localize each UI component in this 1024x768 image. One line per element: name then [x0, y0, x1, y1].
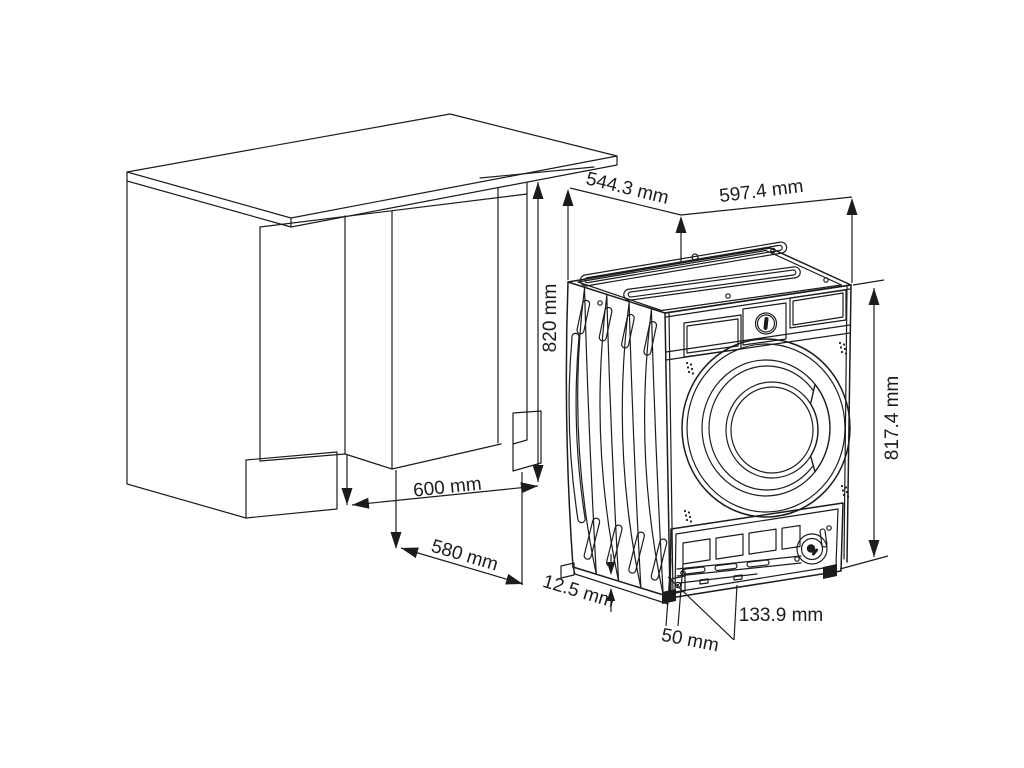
dim-base-plate: 12.5 mm — [540, 554, 617, 612]
dim-machine-height: 817.4 mm — [839, 279, 903, 570]
dim-label-544: 544.3 mm — [584, 168, 671, 208]
machine-door — [681, 338, 851, 518]
dim-label-817: 817.4 mm — [882, 376, 903, 460]
screw-marks — [683, 341, 850, 523]
dim-label-50: 50 mm — [660, 625, 721, 657]
front-left-foot — [662, 589, 676, 604]
door-handle-recess — [809, 383, 831, 473]
dim-label-597: 597.4 mm — [718, 176, 804, 207]
washing-machine — [560, 241, 852, 605]
dim-label-580: 580 mm — [429, 536, 501, 576]
dim-niche-depth-top: 544.3 mm — [562, 168, 682, 280]
kitchen-cabinet — [126, 113, 618, 519]
machine-top-panel — [567, 241, 852, 314]
dim-niche-height: 820 mm — [532, 182, 561, 482]
front-right-foot — [823, 564, 837, 579]
dim-label-600: 600 mm — [412, 474, 482, 502]
dim-label-1339: 133.9 mm — [739, 605, 823, 626]
dim-worktop-depth: 600 mm — [341, 455, 539, 509]
corner-bracket — [670, 575, 686, 595]
control-panel — [683, 289, 847, 358]
dim-machine-width: 597.4 mm — [675, 176, 858, 283]
rear-foot — [560, 562, 575, 579]
dim-plinth-height: 133.9 mm — [667, 576, 823, 641]
machine-side-panel — [560, 281, 674, 605]
program-knob — [754, 312, 778, 335]
kick-panel — [662, 502, 844, 604]
pump-filter-cover — [796, 533, 828, 565]
knob-slot — [763, 317, 769, 330]
dim-label-820: 820 mm — [540, 284, 561, 353]
